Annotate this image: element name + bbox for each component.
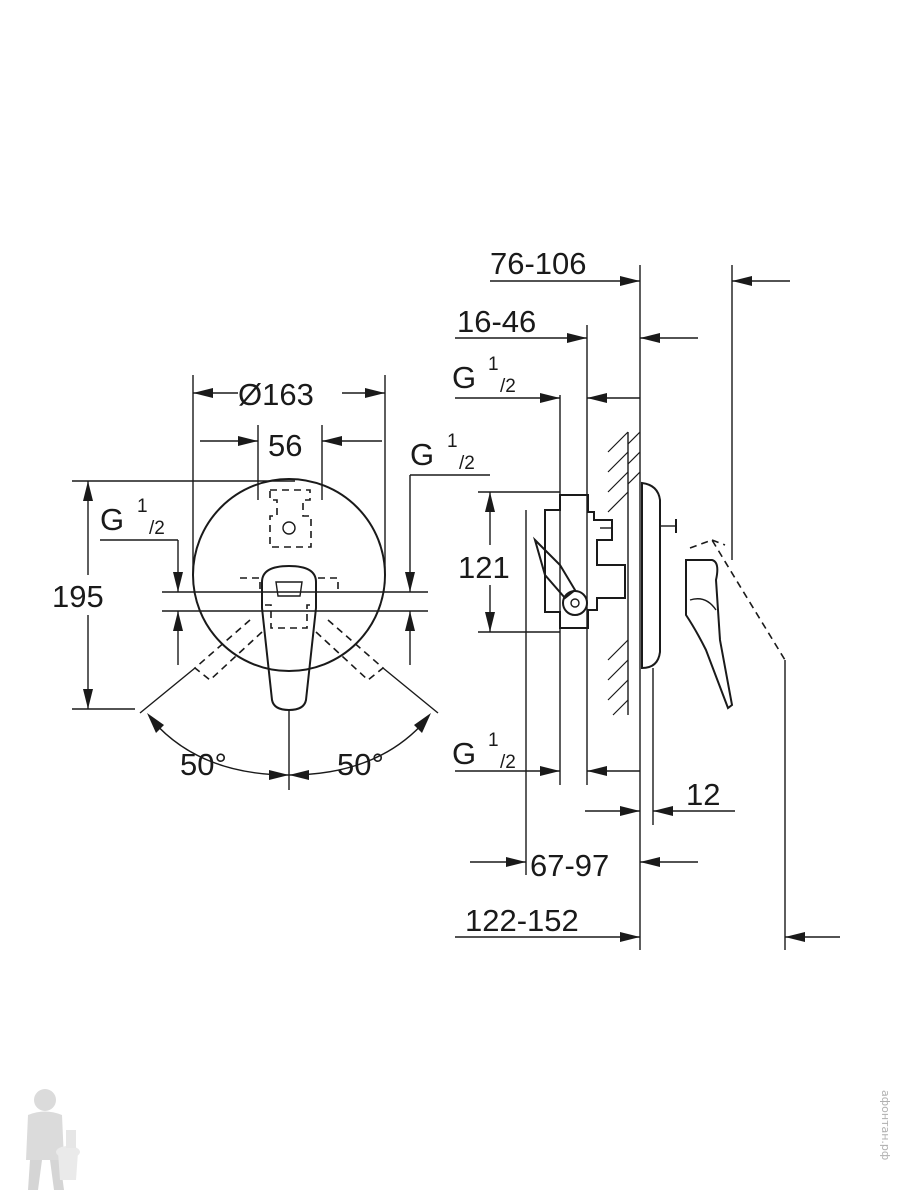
overall-depth-label: 122-152 [465,903,579,938]
lever-handle [261,564,317,712]
body-height-label: 121 [458,550,510,585]
svg-text:/2: /2 [500,752,516,773]
plumber-logo [26,1089,80,1190]
side-handle [685,559,734,710]
plate-thickness-label: 12 [686,777,720,812]
svg-text:1: 1 [488,730,499,751]
trim-plate-side [641,481,661,670]
svg-text:1: 1 [488,354,499,375]
thread-label-right: G 1 /2 [410,431,475,474]
thread-label-left: G 1 /2 [100,496,165,539]
total-depth-label: 76-106 [490,246,587,281]
svg-text:G: G [452,736,476,771]
height-label: 195 [52,579,104,614]
body-lever [532,536,577,600]
svg-text:/2: /2 [459,453,475,474]
side-view: 76-106 16-46 G 1 /2 121 G 1 [452,246,840,950]
front-view: Ø163 56 195 G 1 /2 [52,375,490,790]
svg-text:G: G [452,360,476,395]
angle-label-right: 50° [337,747,384,782]
svg-text:/2: /2 [149,518,165,539]
svg-text:1: 1 [137,496,148,517]
wall-hatching [607,431,641,716]
hidden-body-outline [193,489,385,682]
install-depth-label: 67-97 [530,848,609,883]
diameter-label: Ø163 [238,377,314,412]
thread-label-top: G 1 /2 [452,354,516,397]
svg-text:/2: /2 [500,376,516,397]
spacing-label: 56 [268,428,302,463]
valve-body [544,494,677,629]
trim-plate-outline [192,478,386,672]
svg-text:G: G [100,502,124,537]
thread-label-bottom: G 1 /2 [452,730,516,773]
svg-text:1: 1 [447,431,458,452]
angle-label-left: 50° [180,747,227,782]
svg-text:G: G [410,437,434,472]
watermark-text: афонтан.рф [879,1090,892,1160]
wall-depth-label: 16-46 [457,304,536,339]
